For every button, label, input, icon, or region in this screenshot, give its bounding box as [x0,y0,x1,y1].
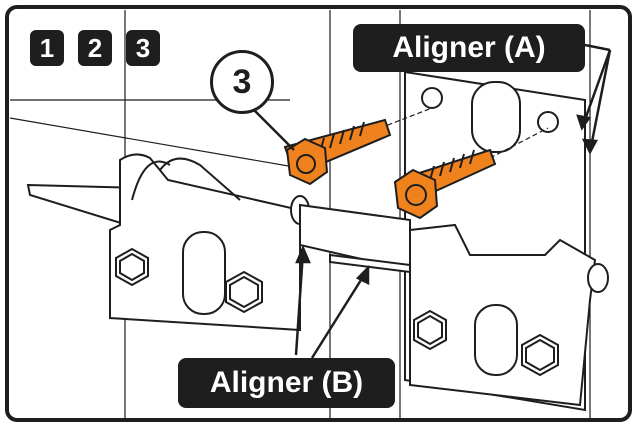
left-bolts [115,247,263,314]
aligner-a-label: Aligner (A) [353,24,585,72]
screw-right-icon [393,148,497,220]
screw-left-icon [283,118,392,186]
right-bolts [413,309,559,377]
step-badge-3: 3 [126,30,160,66]
part-number-callout: 3 [210,50,274,114]
leader-lines [247,43,612,359]
aligner-b-label: Aligner (B) [178,358,395,408]
screw-guide-lines [379,107,549,159]
step-badge-1: 1 [30,30,64,66]
step-badge-2: 2 [78,30,112,66]
